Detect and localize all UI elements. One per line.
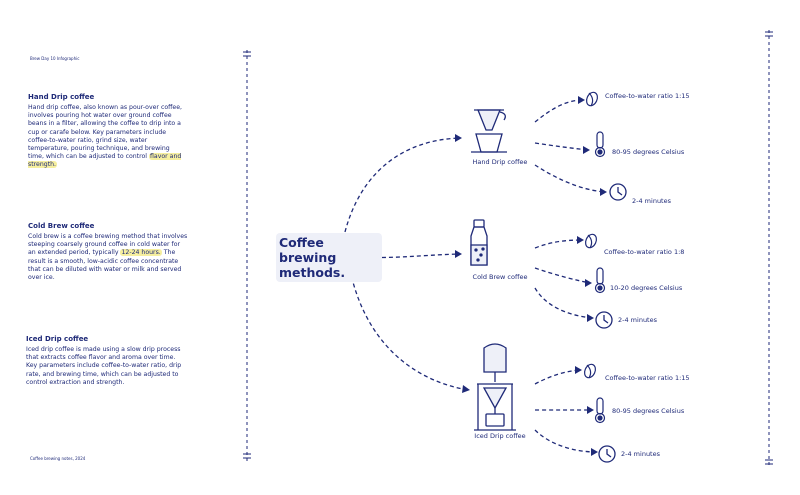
param-time: 2-4 minutes — [632, 197, 671, 205]
section-title: Iced Drip coffee — [26, 335, 89, 343]
section-highlight: 12-24 hours. — [120, 249, 162, 257]
divider-ticks — [243, 31, 773, 465]
arrowhead — [577, 236, 584, 244]
connector-param — [534, 369, 581, 385]
connector-hand-drip — [344, 137, 461, 233]
param-time: 2-4 minutes — [621, 450, 660, 458]
section-title: Cold Brew coffee — [28, 222, 95, 230]
arrowhead — [575, 366, 582, 374]
arrowhead — [591, 448, 598, 456]
footer-note: Coffee brewing notes, 2024 — [30, 456, 86, 461]
pour-over-icon — [471, 109, 507, 153]
coffee-bean-icon — [585, 91, 599, 107]
connector-cold-brew — [346, 253, 461, 259]
coffee-bean-icon — [584, 233, 598, 249]
arrowhead — [587, 314, 594, 322]
arrowhead — [585, 279, 592, 287]
thermometer-icon — [594, 397, 606, 424]
section-text-part: The result is a smooth, low-acidic coffe… — [28, 249, 182, 282]
connector-param — [534, 267, 591, 284]
section-text-part: Cold brew is a coffee brewing method tha… — [28, 233, 188, 257]
param-temperature: 80-95 degrees Celsius — [612, 407, 685, 415]
section-title: Hand Drip coffee — [28, 93, 95, 101]
drip-tower-icon — [474, 343, 516, 431]
param-ratio: Coffee-to-water ratio 1:15 — [605, 374, 690, 382]
arrowhead — [455, 134, 462, 142]
arrowhead — [583, 146, 590, 154]
thermometer-icon — [594, 267, 606, 294]
param-ratio: Coffee-to-water ratio 1:8 — [604, 248, 685, 256]
method-label-hand-drip: Hand Drip coffee — [472, 158, 528, 166]
section-text: Hand drip coffee, also known as pour-ove… — [28, 104, 183, 170]
param-temperature: 80-95 degrees Celsius — [612, 148, 685, 156]
param-ratio: Coffee-to-water ratio 1:15 — [605, 92, 690, 100]
section-iced-drip: Iced Drip coffee Iced drip coffee is mad… — [26, 335, 186, 387]
section-hand-drip: Hand Drip coffee Hand drip coffee, also … — [28, 93, 183, 170]
clock-icon — [598, 445, 616, 463]
param-temperature: 10-20 degrees Celsius — [610, 284, 683, 292]
section-text-part: Iced drip coffee is made using a slow dr… — [26, 346, 182, 386]
clock-icon — [609, 183, 627, 201]
method-label-cold-brew: Cold Brew coffee — [472, 273, 528, 281]
diagram-title: Coffee brewing methods. — [276, 233, 382, 282]
connector-iced-drip — [349, 269, 469, 391]
coffee-bean-icon — [583, 363, 597, 379]
connector-param — [534, 164, 606, 193]
section-cold-brew: Cold Brew coffee Cold brew is a coffee b… — [28, 222, 188, 282]
section-text: Cold brew is a coffee brewing method tha… — [28, 233, 188, 282]
clock-icon — [595, 311, 613, 329]
connector-param — [534, 429, 597, 453]
arrowhead — [578, 96, 585, 104]
arrowhead — [462, 385, 470, 393]
arrowhead — [587, 406, 594, 414]
bottle-icon — [470, 219, 488, 266]
connector-param — [534, 142, 589, 151]
section-text: Iced drip coffee is made using a slow dr… — [26, 346, 186, 387]
arrowhead — [455, 250, 462, 258]
section-text-part: Hand drip coffee, also known as pour-ove… — [28, 104, 182, 161]
arrowheads — [455, 96, 607, 456]
connector-param — [534, 239, 583, 249]
connector-param — [534, 99, 584, 123]
header-note: Brew Day 10 Infographic — [30, 56, 80, 61]
param-time: 2-4 minutes — [618, 316, 657, 324]
method-label-iced-drip: Iced Drip coffee — [474, 432, 526, 440]
connector-param — [534, 287, 593, 319]
thermometer-icon — [594, 131, 606, 158]
arrowhead — [600, 188, 607, 196]
